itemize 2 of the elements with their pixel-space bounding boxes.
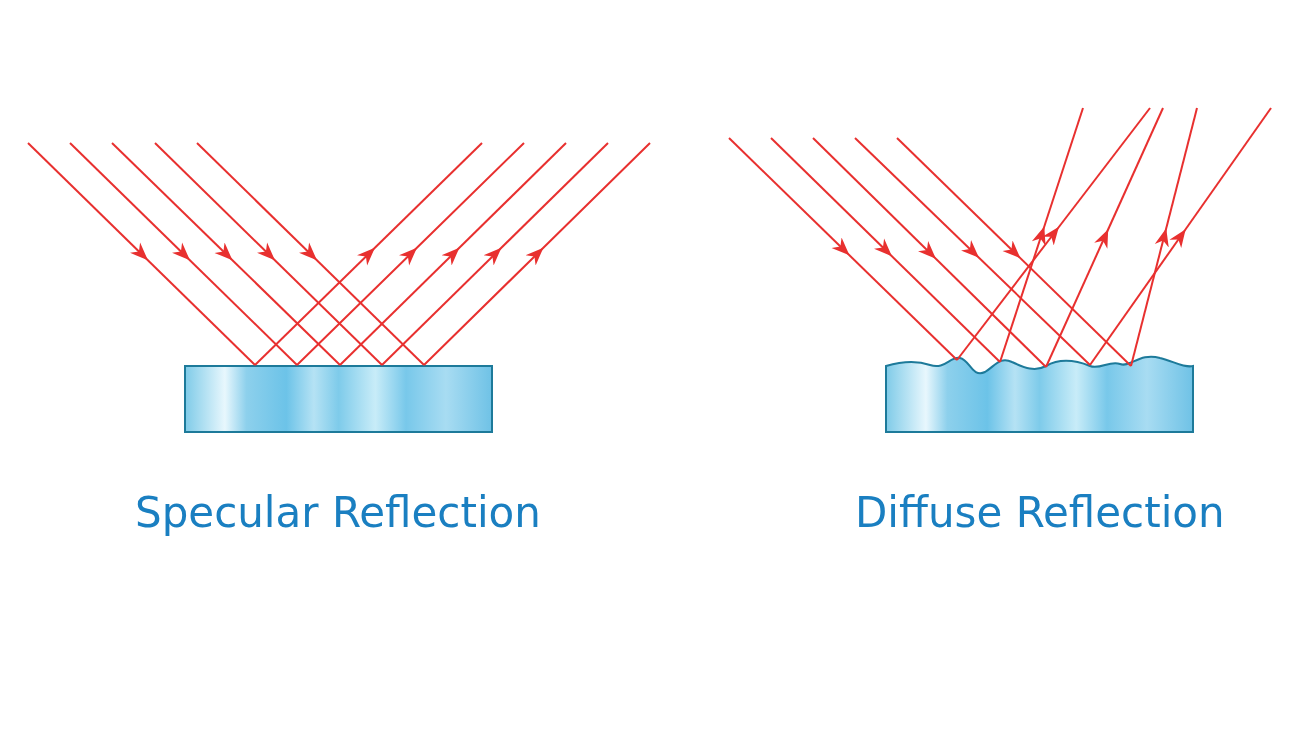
diagram-label: Diffuse Reflection bbox=[855, 488, 1225, 537]
diagram-label: Specular Reflection bbox=[135, 488, 541, 537]
